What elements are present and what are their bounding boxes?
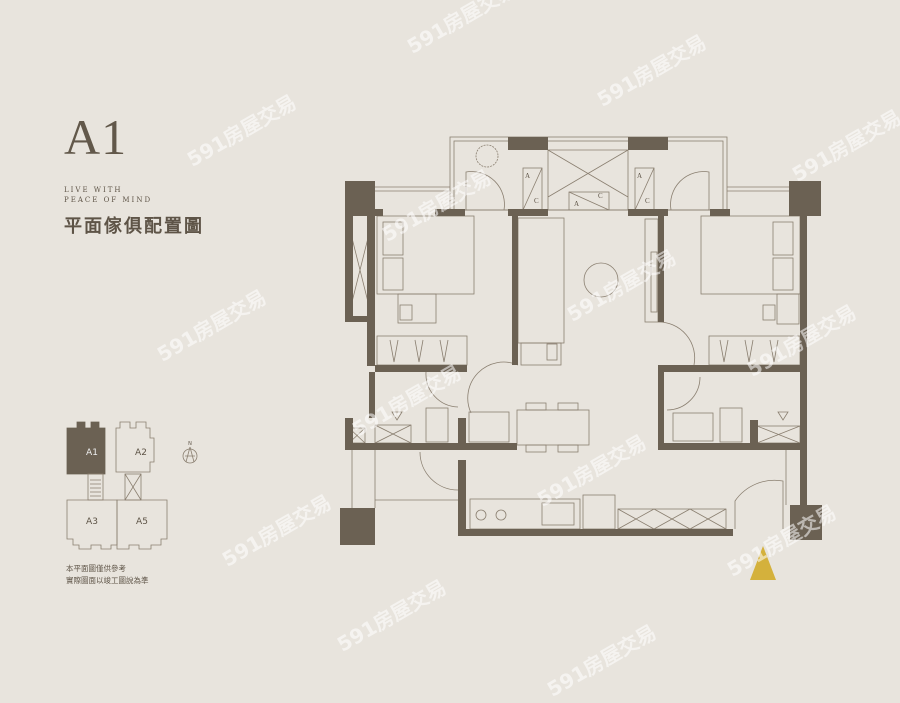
keyplan-unit-a5 [116, 499, 168, 550]
keyplan-label-a5: A5 [136, 517, 148, 527]
key-plan [66, 421, 198, 550]
label-a-center: A [574, 200, 579, 208]
label-c-center: C [598, 192, 603, 200]
tagline-line-1: LIVE WITH [64, 186, 123, 194]
note-final: 實際圖面以竣工圖說為準 [66, 576, 149, 585]
note-reference: 本平面圖僅供參考 [66, 564, 126, 573]
north-label: N [188, 441, 192, 447]
floor-plan: A1 A2 A3 A5 N [66, 136, 822, 580]
unit-title: A1 [64, 109, 128, 165]
label-c-left: C [534, 197, 539, 205]
tagline-line-2: PEACE OF MIND [64, 196, 153, 204]
brand-logo [750, 546, 776, 580]
keyplan-unit-a1 [66, 421, 106, 475]
compass-icon [182, 448, 198, 464]
keyplan-label-a1: A1 [86, 448, 98, 458]
keyplan-unit-a2 [115, 421, 155, 473]
keyplan-unit-a3 [66, 499, 118, 550]
walls [340, 137, 822, 545]
label-c-right: C [645, 197, 650, 205]
keyplan-label-a2: A2 [135, 448, 147, 458]
subtitle: 平面傢俱配置圖 [64, 216, 204, 237]
keyplan-label-a3: A3 [86, 517, 98, 527]
label-a-right: A [637, 172, 642, 180]
label-a-left: A [525, 172, 530, 180]
